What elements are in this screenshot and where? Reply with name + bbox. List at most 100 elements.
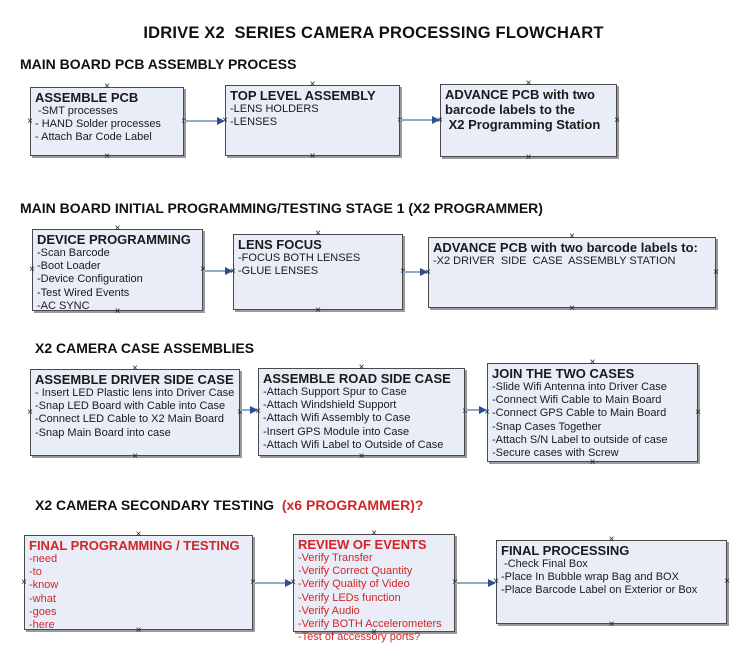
flow-box-assemble-driver-side-case[interactable]: ASSEMBLE DRIVER SIDE CASE- Insert LED Pl… (27, 364, 243, 462)
flow-box-lens-focus[interactable]: LENS FOCUS-FOCUS BOTH LENSES-GLUE LENSES… (230, 229, 406, 316)
box-step-text: -Scan Barcode (37, 247, 110, 259)
section-header-2: MAIN BOARD INITIAL PROGRAMMING/TESTING S… (20, 200, 543, 216)
box-step-text: -Attach Wifi Assembly to Case (263, 412, 411, 425)
arrow-head-icon (285, 579, 293, 587)
connection-handle-icon: × (27, 406, 33, 418)
box-step-text: -Connect LED Cable to X2 Main Board (35, 413, 224, 426)
section-header-text: X2 CAMERA CASE ASSEMBLIES (35, 340, 255, 356)
box-step-text: -FOCUS BOTH LENSES (238, 252, 361, 264)
box-step-text: -AC SYNC (37, 299, 90, 312)
connection-handle-icon: × (358, 451, 365, 462)
box-step-text: -Connect Wifi Cable to Main Board (492, 394, 662, 407)
box-step-text: -Device Configuration (37, 273, 143, 286)
section-header-4: X2 CAMERA SECONDARY TESTING (x6 PROGRAMM… (35, 497, 423, 513)
flow-box-join-the-two-cases[interactable]: JOIN THE TWO CASES-Slide Wifi Antenna in… (484, 358, 701, 468)
box-title-line: barcode labels to the (445, 102, 576, 117)
connection-handle-icon: × (27, 115, 33, 127)
connection-handle-icon: × (569, 303, 575, 314)
box-step-text: -Place In Bubble wrap Bag and BOX (501, 571, 679, 584)
arrow-head-icon (488, 579, 496, 587)
flow-connector-line (403, 271, 422, 273)
flow-box-assemble-pcb[interactable]: ASSEMBLE PCB -SMT processes- HAND Solder… (27, 82, 187, 162)
connection-handle-icon: × (614, 114, 620, 126)
box-step-text: -GLUE LENSES (238, 265, 319, 278)
box-step-text: -Verify Audio (298, 604, 360, 617)
section-header-3: X2 CAMERA CASE ASSEMBLIES (35, 340, 254, 356)
flow-box-assemble-road-side-case[interactable]: ASSEMBLE ROAD SIDE CASE-Attach Support S… (255, 363, 468, 462)
arrow-head-icon (217, 117, 225, 125)
connection-handle-icon: × (315, 305, 321, 316)
box-title: ADVANCE PCB with two barcode labels to: (433, 240, 698, 255)
flow-box-final-programming-testing[interactable]: FINAL PROGRAMMING / TESTING-need-to-know… (21, 530, 256, 636)
box-step-text: -Attach S/N Label to outside of case (492, 433, 668, 446)
arrow-head-icon (432, 116, 440, 124)
arrow-head-icon (250, 406, 258, 414)
connection-handle-icon: × (104, 151, 110, 162)
box-step-text: -Snap LED Board with Cable into Case (35, 400, 226, 413)
connection-handle-icon: × (713, 266, 719, 278)
flow-box-advance-pcb-to-driver-side-station[interactable]: ADVANCE PCB with two barcode labels to:-… (425, 232, 719, 314)
box-step-text: - HAND Solder processes (35, 118, 161, 131)
box-step-text: -Slide Wifi Antenna into Driver Case (492, 381, 667, 393)
box-title: ASSEMBLE PCB (35, 90, 139, 105)
box-step-text: -need (29, 553, 58, 565)
box-step-text: -here (29, 619, 55, 632)
box-step-text: -Snap Main Board into case (35, 426, 171, 439)
flow-connector-line (240, 409, 252, 411)
box-step-text: -know (29, 579, 59, 592)
flow-connector-line (184, 120, 219, 122)
box-step-text: -what (29, 592, 56, 605)
connection-handle-icon: × (608, 619, 615, 630)
flow-box-device-programming[interactable]: DEVICE PROGRAMMING-Scan Barcode-Boot Loa… (29, 224, 206, 317)
flow-box-final-processing[interactable]: FINAL PROCESSING -Check Final Box-Place … (493, 535, 730, 630)
box-step-text: -Attach Windshield Support (263, 399, 397, 412)
box-title: REVIEW OF EVENTS (298, 537, 427, 552)
arrow-head-icon (225, 267, 233, 275)
box-step-text: -goes (29, 605, 57, 618)
arrow-head-icon (479, 406, 487, 414)
box-step-text: -Verify BOTH Accelerometers (298, 618, 442, 631)
box-step-text: -Attach Wifi Label to Outside of Case (263, 438, 444, 451)
box-step-text: -Check Final Box (501, 558, 588, 570)
section-header-suffix: (x6 PROGRAMMER)? (277, 497, 424, 513)
section-header-text: MAIN BOARD PCB ASSEMBLY PROCESS (20, 56, 297, 72)
connection-handle-icon: × (525, 152, 532, 163)
box-title: JOIN THE TWO CASES (492, 366, 635, 381)
box-step-text: -LENS HOLDERS (230, 103, 319, 115)
box-step-text: -Place Barcode Label on Exterior or Box (501, 584, 698, 597)
flow-box-review-of-events[interactable]: REVIEW OF EVENTS-Verify Transfer-Verify … (290, 529, 458, 644)
section-header-text: X2 CAMERA SECONDARY TESTING (35, 497, 278, 513)
box-step-text: -LENSES (230, 116, 278, 129)
box-step-text: -Attach Support Spur to Case (263, 386, 407, 398)
box-step-text: - Attach Bar Code Label (35, 131, 152, 144)
connection-handle-icon: × (695, 406, 701, 418)
flow-connector-line (253, 582, 287, 584)
flow-connector-line (455, 582, 490, 584)
connection-handle-icon: × (309, 151, 316, 162)
box-title: DEVICE PROGRAMMING (37, 232, 191, 247)
box-title: TOP LEVEL ASSEMBLY (230, 88, 376, 103)
connection-handle-icon: × (29, 264, 35, 275)
box-step-text: -Test Wired Events (37, 286, 130, 299)
box-step-text: -X2 DRIVER SIDE CASE ASSEMBLY STATION (433, 255, 676, 267)
box-title: ASSEMBLE DRIVER SIDE CASE (35, 372, 234, 387)
flow-connector-line (400, 119, 434, 121)
page-title: IDRIVE X2 SERIES CAMERA PROCESSING FLOWC… (143, 24, 604, 42)
connection-handle-icon: × (724, 576, 730, 587)
flow-box-top-level-assembly[interactable]: TOP LEVEL ASSEMBLY-LENS HOLDERS-LENSES××… (222, 80, 403, 162)
box-step-text: -Boot Loader (37, 260, 101, 273)
box-step-text: -Insert GPS Module into Case (263, 425, 410, 438)
section-header-1: MAIN BOARD PCB ASSEMBLY PROCESS (20, 56, 296, 72)
box-step-text: -Connect GPS Cable to Main Board (492, 407, 667, 420)
box-title: LENS FOCUS (238, 237, 322, 252)
box-step-text: -SMT processes (35, 105, 118, 117)
box-step-text: - Insert LED Plastic lens into Driver Ca… (35, 387, 235, 399)
box-step-text: -Verify Correct Quantity (298, 565, 413, 578)
flow-connector-line (203, 270, 227, 272)
box-title-line: ADVANCE PCB with two (445, 87, 595, 102)
section-header-text: MAIN BOARD INITIAL PROGRAMMING/TESTING S… (20, 200, 543, 216)
flow-connector-line (465, 409, 481, 411)
box-step-text: -Verify Quality of Video (298, 578, 410, 591)
box-step-text: -Secure cases with Screw (492, 447, 619, 460)
